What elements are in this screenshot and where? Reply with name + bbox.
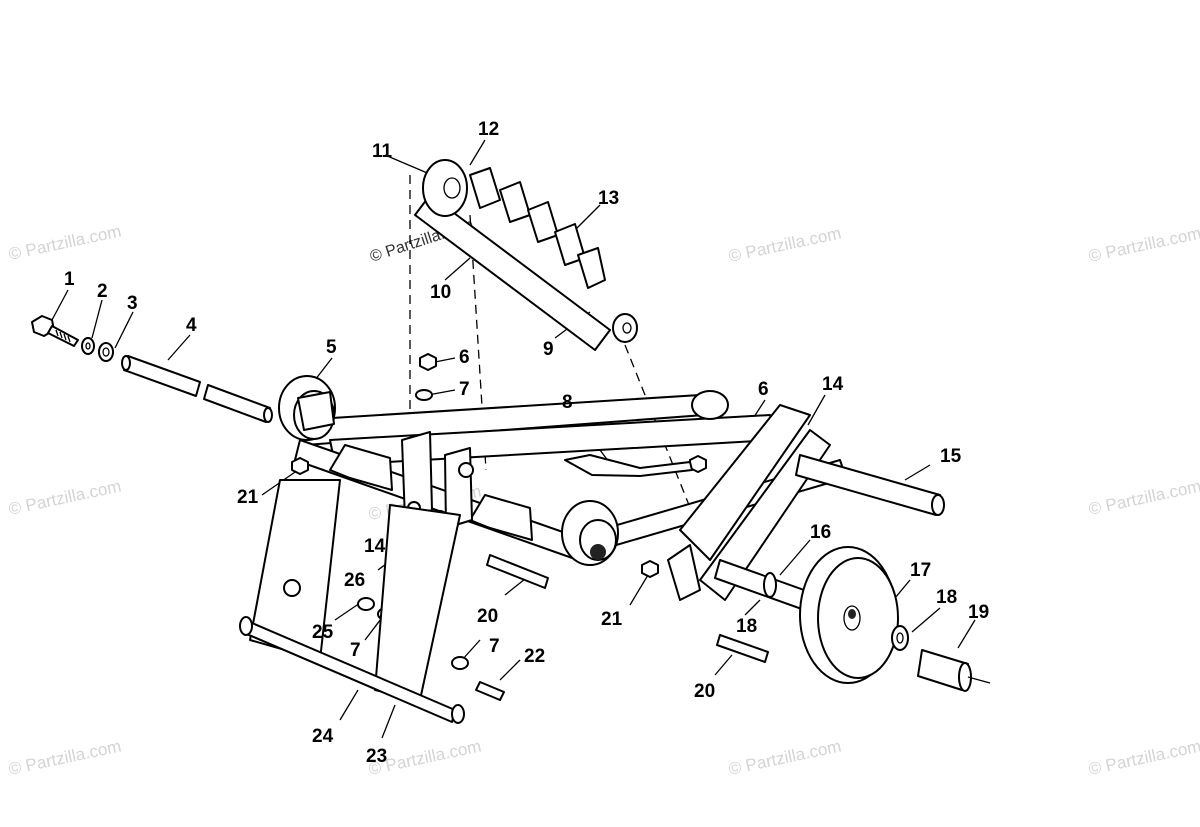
callout-20: 20: [694, 681, 715, 702]
watermark: © Partzilla.com: [7, 737, 123, 779]
callout-23: 23: [366, 746, 387, 767]
callout-21: 21: [601, 609, 623, 630]
leader-lines: [51, 139, 976, 739]
callout-18: 18: [736, 616, 757, 637]
callout-16: 16: [810, 522, 831, 543]
callout-8: 8: [562, 392, 573, 413]
watermark: © Partzilla.com: [1087, 477, 1200, 519]
callout-labels: 1 2 3 4 5 6 6 7 7 7 8 9 10 11 12 13 14 1…: [64, 119, 989, 767]
callout-7: 7: [489, 636, 500, 657]
tube-15: [795, 454, 945, 516]
callout-25: 25: [312, 622, 334, 643]
callout-24: 24: [312, 726, 334, 747]
shock-absorber: [414, 159, 638, 351]
callout-17: 17: [910, 560, 931, 581]
callout-5: 5: [326, 337, 337, 358]
callout-13: 13: [598, 188, 619, 209]
callout-14: 14: [364, 536, 386, 557]
callout-26: 26: [344, 570, 365, 591]
callout-22: 22: [524, 646, 545, 667]
brackets: [329, 431, 533, 541]
callout-6: 6: [459, 347, 470, 368]
callout-18: 18: [936, 587, 957, 608]
sleeve-4: [121, 355, 273, 423]
callout-7: 7: [350, 640, 361, 661]
spacer-19: [917, 649, 991, 692]
washer-2: [81, 337, 95, 355]
bolt-1: [31, 315, 79, 347]
callout-2: 2: [97, 281, 108, 302]
watermark: © Partzilla.com: [1087, 224, 1200, 266]
callout-14: 14: [822, 374, 844, 395]
callout-19: 19: [968, 602, 989, 623]
watermark: © Partzilla.com: [727, 737, 843, 779]
washer-3: [98, 342, 114, 362]
callout-11: 11: [372, 141, 393, 162]
callout-1: 1: [64, 269, 75, 290]
callout-9: 9: [543, 339, 554, 360]
watermark: © Partzilla.com: [727, 224, 843, 266]
callout-10: 10: [430, 282, 451, 303]
wheel-17: [799, 546, 899, 684]
watermark: © Partzilla.com: [7, 477, 123, 519]
callout-6: 6: [758, 379, 769, 400]
washer-18: [891, 625, 909, 651]
callout-21: 21: [237, 487, 259, 508]
watermark-layer: © Partzilla.com © Partzilla.com © Partzi…: [7, 216, 1200, 779]
callout-12: 12: [478, 119, 499, 140]
callout-20: 20: [477, 606, 498, 627]
callout-3: 3: [127, 293, 138, 314]
callout-7: 7: [459, 379, 470, 400]
callout-4: 4: [186, 315, 197, 336]
links: [239, 479, 465, 724]
watermark: © Partzilla.com: [1087, 737, 1200, 779]
callout-15: 15: [940, 446, 962, 467]
watermark: © Partzilla.com: [7, 222, 123, 264]
